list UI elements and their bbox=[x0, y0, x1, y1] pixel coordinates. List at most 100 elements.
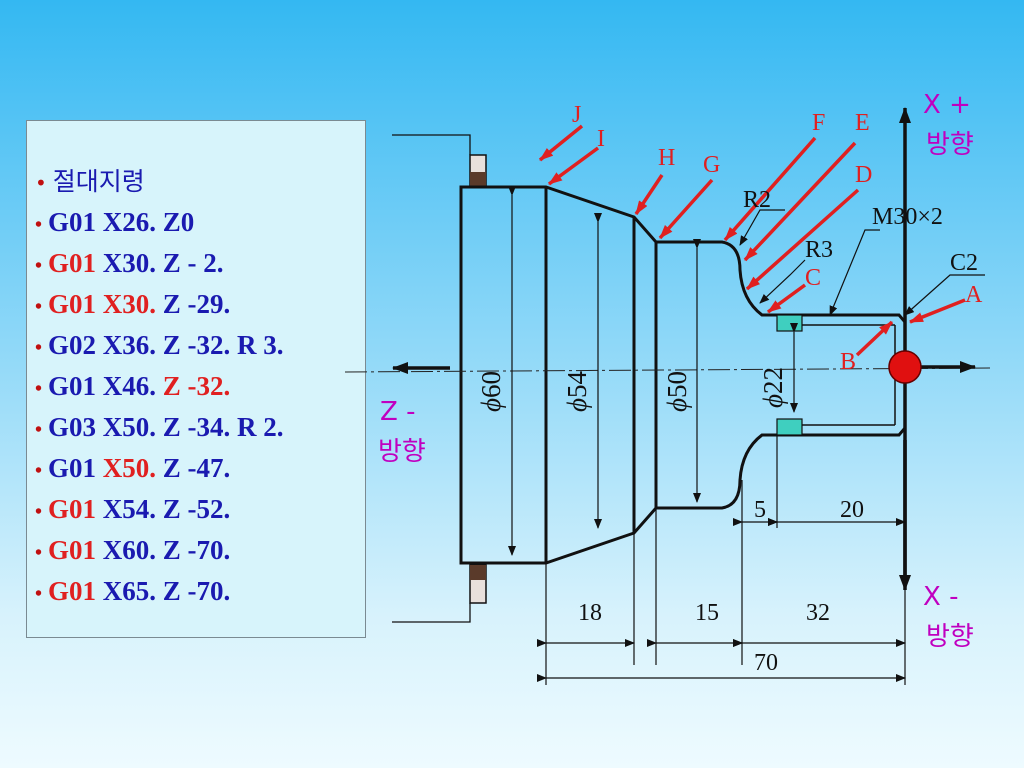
code-line: •G01 X30. Z -29. bbox=[35, 284, 284, 325]
code-line: •G01 X65. Z -70. bbox=[35, 571, 284, 612]
arrow-H bbox=[634, 174, 664, 215]
leader-c2 bbox=[904, 274, 985, 316]
label-H: H bbox=[658, 145, 675, 171]
code-line: •G02 X36. Z -32. R 3. bbox=[35, 325, 284, 366]
dim-15-label: 15 bbox=[695, 600, 719, 626]
label-d60: ϕ60 bbox=[476, 371, 506, 412]
code-line: •G03 X50. Z -34. R 2. bbox=[35, 407, 284, 448]
arrow-G bbox=[658, 178, 714, 240]
pad-top bbox=[776, 314, 803, 332]
axis-x-plus: X + bbox=[923, 90, 971, 120]
dim-18-label: 18 bbox=[578, 600, 602, 626]
bullet-icon: • bbox=[35, 255, 43, 277]
d60-value: 60 bbox=[476, 371, 506, 398]
code-token: X30. bbox=[102, 289, 157, 319]
code-token: 절대지령 bbox=[52, 167, 145, 196]
code-token: G01 bbox=[48, 453, 103, 483]
bullet-icon: • bbox=[35, 583, 43, 605]
code-line: •G01 X50. Z -47. bbox=[35, 448, 284, 489]
bullet-icon: • bbox=[35, 460, 43, 482]
code-line: •G01 X30. Z - 2. bbox=[35, 243, 284, 284]
svg-text:ϕ50: ϕ50 bbox=[662, 371, 692, 412]
label-F: F bbox=[812, 110, 825, 136]
label-J: J bbox=[572, 102, 581, 128]
leader-thread bbox=[829, 229, 880, 316]
leader-r2 bbox=[739, 209, 785, 246]
label-C: C bbox=[805, 265, 821, 291]
chuck-jaw-bottom-dark bbox=[470, 565, 486, 580]
leader-r3 bbox=[759, 259, 806, 304]
code-line: •G01 X46. Z -32. bbox=[35, 366, 284, 407]
label-B: B bbox=[840, 349, 856, 375]
code-line: •G01 X54. Z -52. bbox=[35, 489, 284, 530]
annot-r3: R3 bbox=[805, 237, 833, 263]
code-token: G01 bbox=[48, 576, 97, 606]
code-token: X65. Z -70. bbox=[96, 576, 231, 606]
d54-value: 54 bbox=[562, 371, 592, 399]
bullet-icon: • bbox=[35, 419, 43, 441]
bullet-icon: • bbox=[35, 296, 43, 318]
arrow-J bbox=[538, 124, 584, 162]
dim-20-label: 20 bbox=[840, 497, 864, 523]
bullet-icon: • bbox=[35, 337, 43, 359]
code-token: G01 bbox=[48, 535, 97, 565]
arrow-C bbox=[766, 283, 807, 314]
bullet-icon: • bbox=[35, 378, 43, 400]
code-line: •절대지령 bbox=[35, 161, 284, 202]
label-d22: ϕ22 bbox=[758, 367, 788, 408]
code-token: X50. bbox=[102, 453, 157, 483]
d50-value: 50 bbox=[662, 371, 692, 398]
code-list: •절대지령•G01 X26. Z0•G01 X30. Z - 2.•G01 X3… bbox=[35, 161, 284, 612]
pad-bottom bbox=[776, 418, 803, 436]
label-G: G bbox=[703, 152, 720, 178]
axis-x-plus-dir: 방향 bbox=[926, 130, 974, 160]
annot-thread: M30×2 bbox=[872, 204, 943, 230]
svg-text:ϕ60: ϕ60 bbox=[476, 371, 506, 412]
code-token: Z -47. bbox=[156, 453, 231, 483]
label-d50: ϕ50 bbox=[662, 371, 692, 412]
arrow-I bbox=[547, 146, 600, 186]
arrow-D bbox=[745, 188, 860, 291]
code-line: •G01 X60. Z -70. bbox=[35, 530, 284, 571]
svg-text:ϕ54: ϕ54 bbox=[562, 371, 592, 412]
dim-32-label: 32 bbox=[806, 600, 830, 626]
arrow-E bbox=[743, 141, 857, 262]
phi-symbol: ϕ bbox=[662, 398, 692, 412]
label-I: I bbox=[597, 126, 605, 152]
code-token: X60. Z -70. bbox=[96, 535, 231, 565]
label-A: A bbox=[965, 282, 983, 308]
arrow-F bbox=[723, 136, 817, 242]
axis-z-minus: Z - bbox=[380, 397, 415, 427]
bullet-icon: • bbox=[35, 214, 43, 236]
dim-5-label: 5 bbox=[754, 497, 766, 523]
annot-c2: C2 bbox=[950, 250, 978, 276]
code-token: G01 X46. bbox=[48, 371, 163, 401]
code-token: G01 bbox=[48, 248, 97, 278]
bullet-icon: • bbox=[35, 542, 43, 564]
axis-x-minus: X - bbox=[923, 582, 958, 612]
code-token: G03 X50. Z -34. R 2. bbox=[48, 412, 284, 442]
code-line: •G01 X26. Z0 bbox=[35, 202, 284, 243]
annot-r2: R2 bbox=[743, 187, 771, 213]
axis-z-minus-dir: 방향 bbox=[378, 437, 426, 467]
code-token: G01 bbox=[48, 289, 97, 319]
arrow-A bbox=[909, 298, 966, 324]
chuck-line-top bbox=[392, 134, 471, 155]
d22-value: 22 bbox=[758, 367, 788, 394]
phi-symbol: ϕ bbox=[476, 398, 506, 412]
label-E: E bbox=[855, 110, 870, 136]
phi-symbol: ϕ bbox=[758, 394, 788, 408]
code-panel: •절대지령•G01 X26. Z0•G01 X30. Z - 2.•G01 X3… bbox=[26, 120, 366, 638]
arrow-B bbox=[855, 320, 894, 357]
code-token: X30. Z - 2. bbox=[96, 248, 224, 278]
code-token: Z -29. bbox=[156, 289, 231, 319]
chuck-jaw-top-dark bbox=[470, 172, 486, 187]
bullet-icon: • bbox=[35, 501, 43, 523]
svg-text:ϕ22: ϕ22 bbox=[758, 367, 788, 408]
origin-marker bbox=[888, 350, 922, 384]
label-D: D bbox=[855, 162, 872, 188]
center-line bbox=[344, 367, 991, 373]
code-token: X54. Z -52. bbox=[96, 494, 231, 524]
bullet-icon: • bbox=[35, 171, 47, 195]
